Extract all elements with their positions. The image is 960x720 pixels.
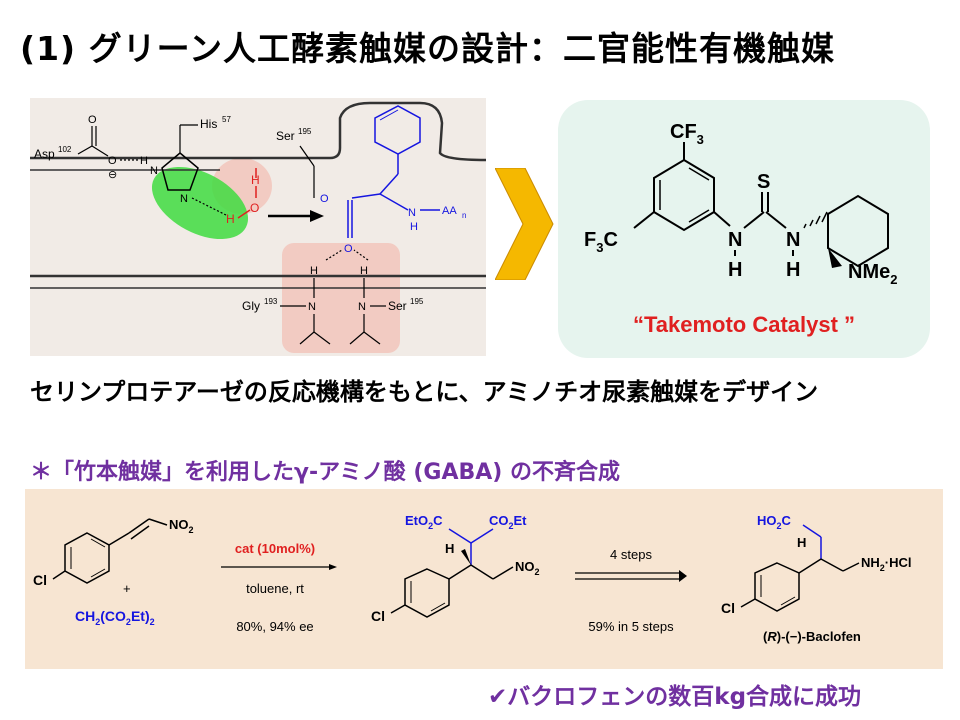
svg-text:195: 195 (298, 127, 312, 136)
asp-label: Asp (34, 147, 55, 161)
baclofen-synthesis-scheme: NO2 Cl + CH2(CO2Et)2 cat (10mol%) toluen… (25, 489, 943, 669)
svg-text:195: 195 (410, 297, 424, 306)
svg-text:102: 102 (58, 145, 72, 154)
catalyst-conditions: cat (10mol%) (235, 541, 315, 556)
design-arrow-icon (494, 167, 555, 284)
svg-text:n: n (462, 211, 466, 220)
oxyanion-hole-highlight (282, 243, 400, 353)
svg-text:H: H (251, 173, 260, 187)
his-label: His (200, 117, 217, 131)
svg-text:O: O (344, 243, 353, 255)
svg-text:O: O (250, 201, 259, 215)
plus-sign: + (123, 581, 131, 596)
cf3-top-label: CF3 (670, 121, 704, 147)
catalyst-name: “Takemoto Catalyst ” (633, 312, 855, 337)
svg-text:N: N (786, 229, 800, 251)
solvent-conditions: toluene, rt (246, 581, 304, 596)
steps-label: 4 steps (610, 547, 652, 562)
svg-text:H: H (140, 155, 148, 167)
takemoto-catalyst-panel: CF3 F3C N H S N H NMe2 “Takemoto Catalys… (558, 100, 930, 358)
checkmark-icon: ✔ (488, 684, 508, 710)
svg-text:Cl: Cl (371, 608, 385, 624)
svg-text:N: N (150, 165, 158, 177)
svg-text:N: N (728, 229, 742, 251)
svg-text:N: N (358, 301, 366, 313)
eto2c-label: EtO2C (405, 513, 443, 531)
svg-text:N: N (180, 193, 188, 205)
svg-text:Cl: Cl (721, 600, 735, 616)
svg-text:O: O (88, 114, 97, 126)
svg-text:H: H (728, 259, 742, 281)
serine-protease-mechanism: Asp 102 O O ⊖ H His 57 N N H O H Ser 195 (30, 98, 487, 356)
thiourea-s: S (757, 171, 770, 193)
overall-yield: 59% in 5 steps (588, 619, 674, 634)
cl-label: Cl (33, 572, 47, 588)
malonate-label: CH2(CO2Et)2 (75, 608, 155, 627)
svg-text:O: O (108, 155, 117, 167)
page-title: (1) グリーン人工酵素触媒の設計：二官能性有機触媒 (20, 29, 835, 68)
svg-text:O: O (320, 193, 329, 205)
svg-text:H: H (797, 535, 806, 550)
no2-label: NO2 (169, 517, 194, 535)
gly-label: Gly (242, 299, 260, 313)
ho2c-label: HO2C (757, 513, 792, 531)
gaba-synthesis-heading: ＊「竹本触媒」を利用したγ-アミノ酸 (GABA) の不斉合成 (30, 460, 620, 485)
ser2-label: Ser (388, 299, 407, 313)
product-name: (R)-(−)-Baclofen (763, 629, 861, 644)
svg-text:H: H (410, 221, 418, 233)
nh2hcl-label: NH2·HCl (861, 555, 912, 573)
svg-text:H: H (786, 259, 800, 281)
nme2-label: NMe2 (848, 261, 897, 287)
f3c-label: F3C (584, 229, 618, 255)
aa-label: AA (442, 205, 457, 217)
svg-text:193: 193 (264, 297, 278, 306)
design-description: セリンプロテアーゼの反応機構をもとに、アミノチオ尿素触媒をデザイン (30, 378, 819, 406)
ser-label: Ser (276, 129, 295, 143)
negative-charge: ⊖ (108, 169, 117, 181)
yield-ee: 80%, 94% ee (236, 619, 313, 634)
svg-text:H: H (360, 265, 368, 277)
co2et-label: CO2Et (489, 513, 527, 531)
svg-text:N: N (408, 207, 416, 219)
success-statement: ✔バクロフェンの数百kg合成に成功 (488, 684, 862, 710)
svg-text:N: N (308, 301, 316, 313)
his-highlight (151, 166, 249, 240)
svg-text:57: 57 (222, 115, 231, 124)
intermediate-no2-label: NO2 (515, 559, 540, 577)
svg-text:H: H (445, 541, 454, 556)
svg-text:H: H (226, 212, 235, 226)
svg-text:H: H (310, 265, 318, 277)
